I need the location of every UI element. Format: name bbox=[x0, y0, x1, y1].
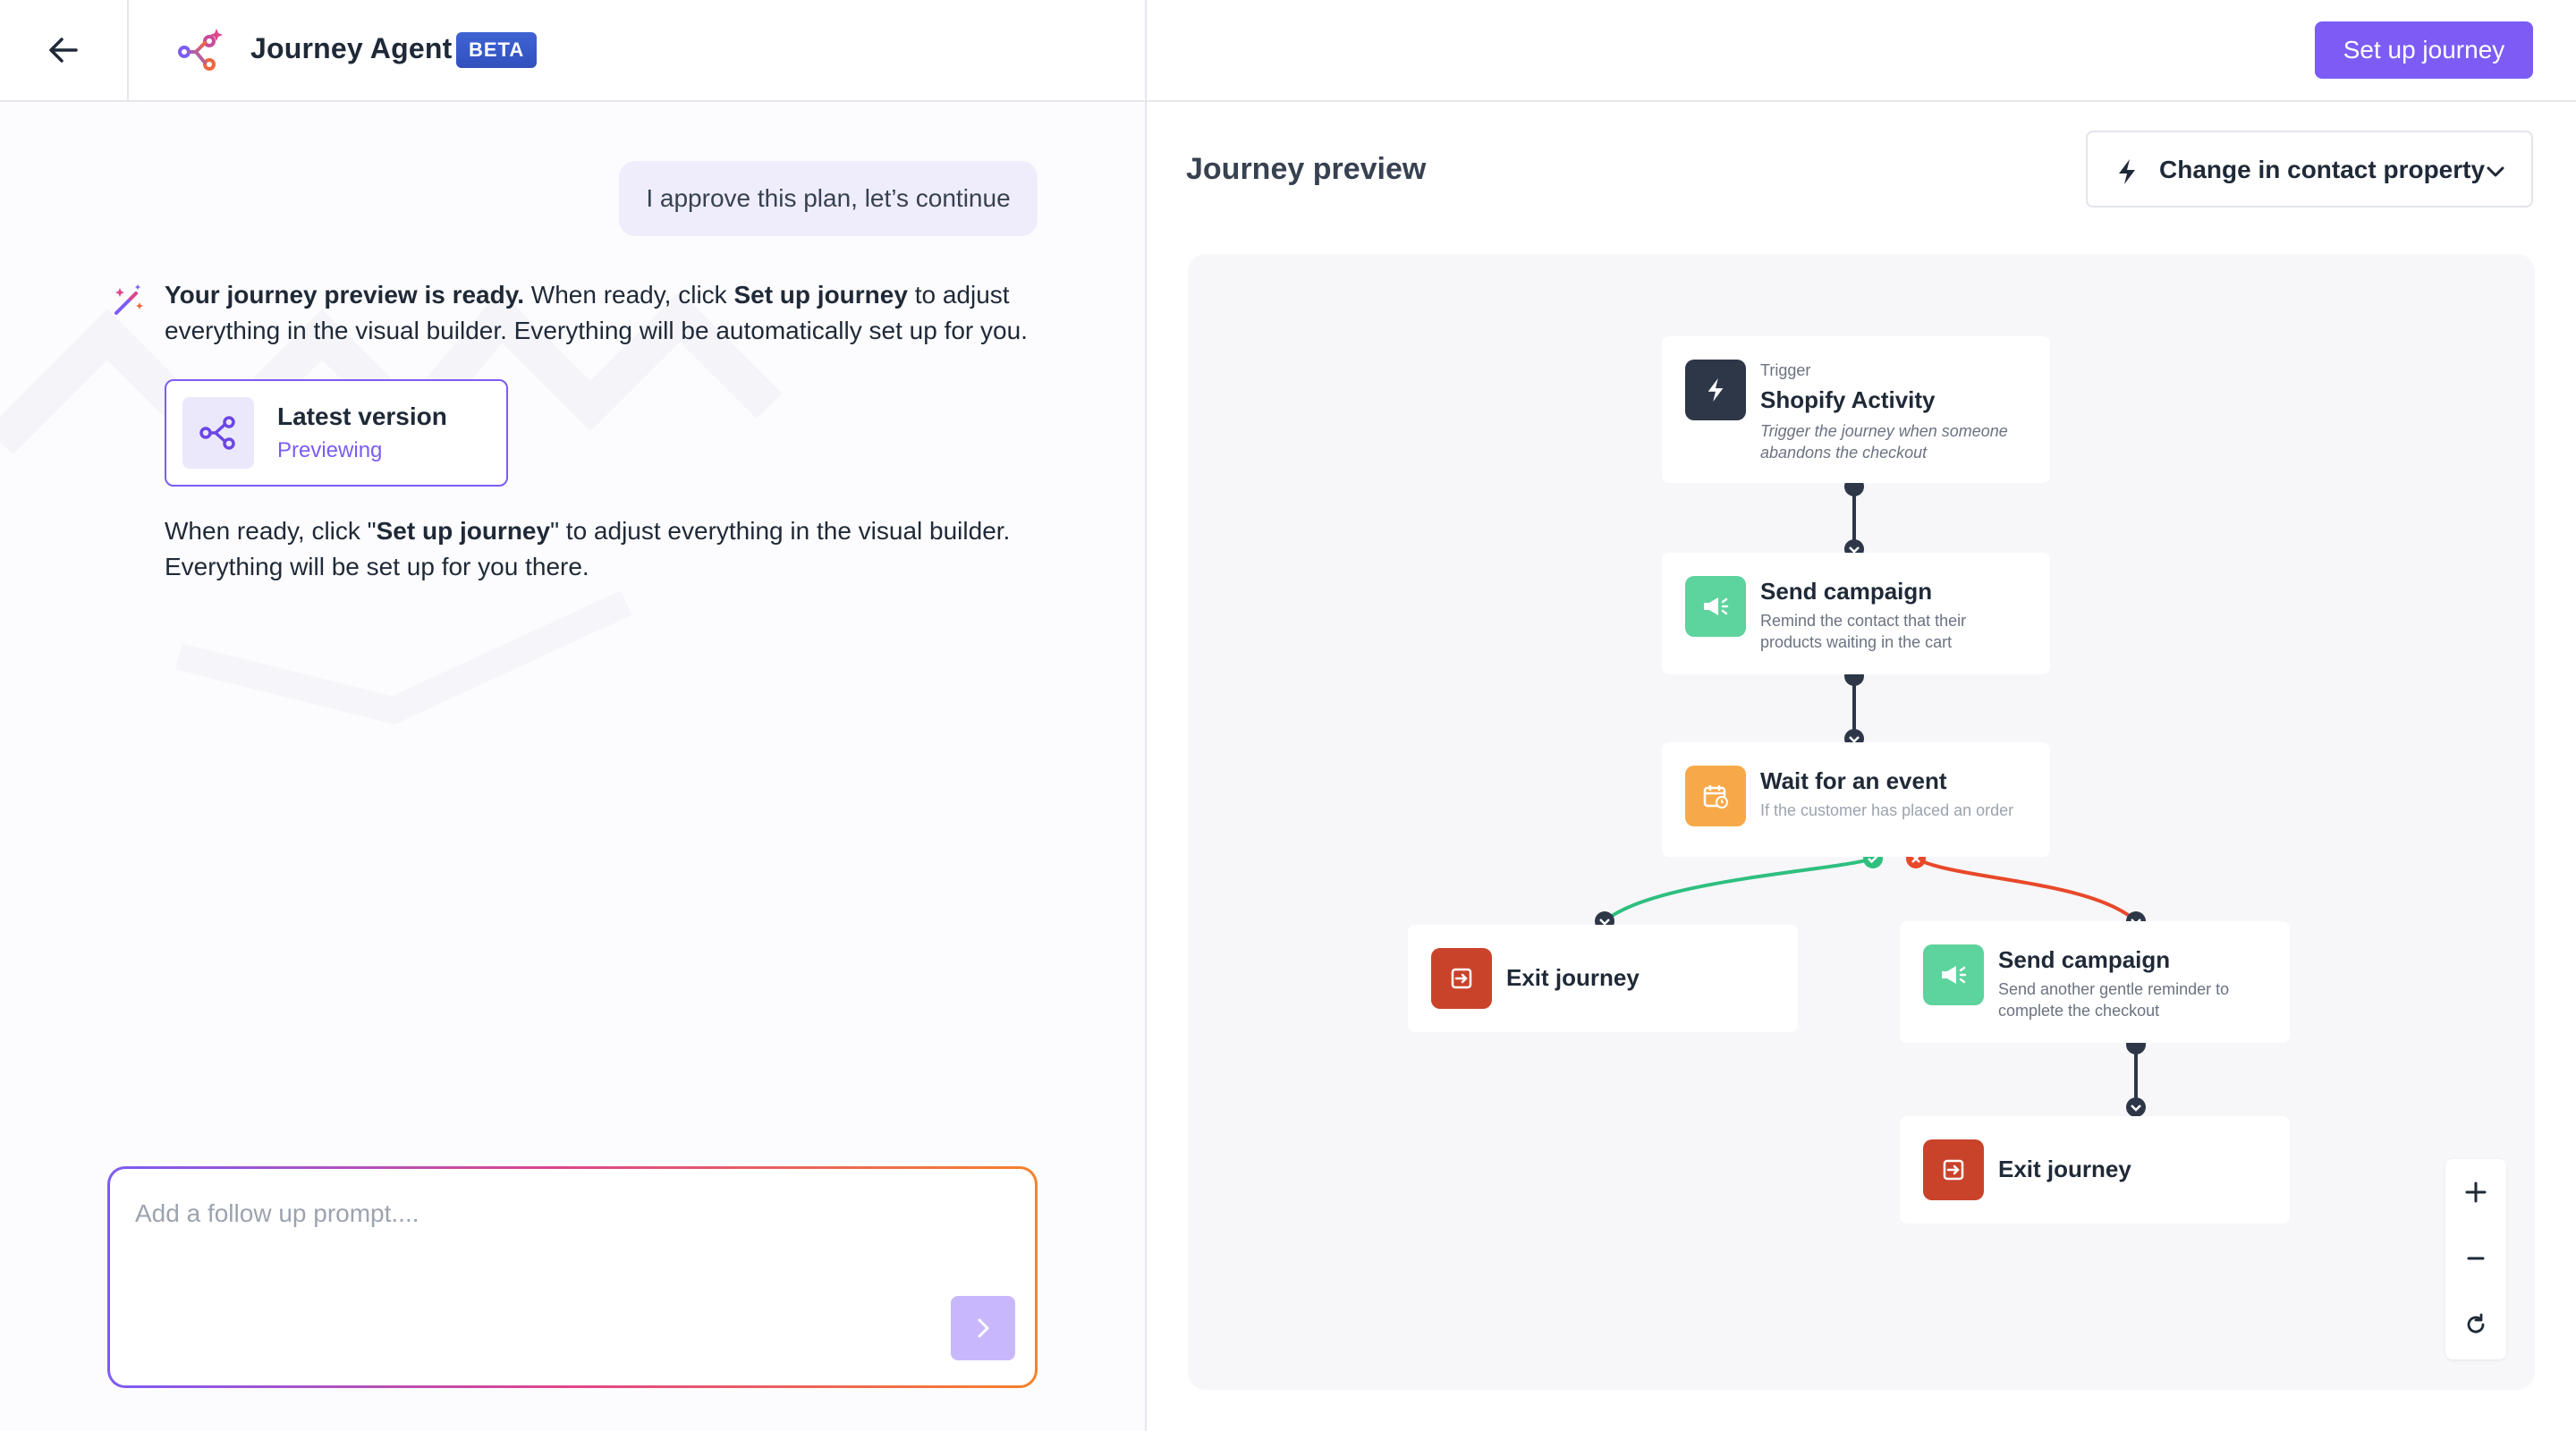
node-title: Exit journey bbox=[1998, 1156, 2131, 1182]
preview-panel: Journey preview Change in contact proper… bbox=[1147, 102, 2576, 1431]
campaign-icon-box bbox=[1923, 944, 1984, 1005]
exit-icon-box bbox=[1431, 948, 1492, 1009]
ai-message: Your journey preview is ready. When read… bbox=[165, 277, 1059, 349]
follow-up-prompt-input[interactable] bbox=[135, 1199, 994, 1228]
back-button[interactable] bbox=[0, 0, 129, 100]
chevron-down-icon bbox=[2487, 166, 2504, 177]
node-description: If the customer has placed an order bbox=[1760, 801, 2014, 819]
trigger-title: Shopify Activity bbox=[1760, 386, 1936, 413]
arrow-left-icon bbox=[49, 38, 78, 63]
reset-view-button[interactable] bbox=[2445, 1291, 2506, 1358]
node-title: Wait for an event bbox=[1760, 767, 1947, 794]
trigger-description: Trigger the journey when someone abandon… bbox=[1760, 422, 2008, 461]
campaign-icon-box bbox=[1685, 576, 1746, 637]
exit-icon-box bbox=[1923, 1139, 1984, 1200]
megaphone-icon bbox=[1942, 966, 1967, 984]
ai-message-text: " to adjust everything in the visual bui… bbox=[165, 517, 1011, 580]
version-status: Previewing bbox=[277, 438, 383, 462]
chevron-right-icon bbox=[978, 1318, 989, 1338]
journey-flow-icon bbox=[199, 416, 235, 450]
prompt-box bbox=[110, 1169, 1035, 1385]
minus-icon bbox=[2467, 1257, 2485, 1260]
beta-badge: BETA bbox=[456, 32, 538, 68]
top-header: Journey Agent BETA Set up journey bbox=[0, 0, 2576, 102]
ai-message-followup: When ready, click "Set up journey" to ad… bbox=[165, 513, 1059, 585]
panel-divider bbox=[1145, 0, 1147, 1431]
lightning-icon bbox=[1707, 378, 1724, 402]
journey-agent-logo-icon bbox=[178, 29, 223, 71]
ai-message-text: When ready, click " bbox=[165, 517, 377, 545]
node-title: Send campaign bbox=[1998, 946, 2171, 973]
wait-for-event-node[interactable]: Wait for an event If the customer has pl… bbox=[1662, 742, 2050, 857]
megaphone-icon bbox=[1704, 597, 1729, 615]
send-button[interactable] bbox=[951, 1296, 1015, 1360]
prompt-container bbox=[107, 1166, 1038, 1388]
ai-message-strong: Set up journey bbox=[376, 517, 551, 545]
magic-wand-icon bbox=[114, 284, 143, 315]
journey-preview-title: Journey preview bbox=[1186, 152, 1427, 186]
zoom-out-button[interactable] bbox=[2445, 1225, 2506, 1291]
zoom-in-button[interactable] bbox=[2445, 1159, 2506, 1225]
exit-icon bbox=[1943, 1159, 1964, 1181]
journey-canvas[interactable]: Trigger Shopify Activity Trigger the jou… bbox=[1188, 254, 2535, 1390]
trigger-type-label: Change in contact property bbox=[2159, 156, 2486, 183]
latest-version-card[interactable]: Latest version Previewing bbox=[165, 379, 508, 487]
version-title: Latest version bbox=[277, 402, 447, 430]
connector-handle-in bbox=[2126, 1097, 2146, 1117]
node-title: Send campaign bbox=[1760, 578, 1933, 605]
ai-message-strong: Set up journey bbox=[733, 281, 908, 309]
wait-icon-box bbox=[1685, 766, 1746, 826]
send-campaign-node[interactable]: Send campaign Send another gentle remind… bbox=[1900, 921, 2290, 1043]
trigger-icon-box bbox=[1685, 360, 1746, 420]
version-icon-box bbox=[182, 397, 254, 469]
zoom-controls bbox=[2445, 1159, 2506, 1359]
exit-icon bbox=[1451, 968, 1472, 989]
calendar-clock-icon bbox=[1703, 785, 1728, 809]
app-title: Journey Agent bbox=[250, 32, 453, 64]
plus-icon bbox=[2465, 1181, 2487, 1203]
send-campaign-node[interactable]: Send campaign Remind the contact that th… bbox=[1662, 553, 2050, 674]
trigger-type-dropdown[interactable]: Change in contact property bbox=[2086, 131, 2533, 207]
ai-message-text: to adjust everything in the visual build… bbox=[165, 281, 1028, 344]
refresh-icon bbox=[2467, 1313, 2485, 1334]
set-up-journey-button[interactable]: Set up journey bbox=[2315, 21, 2533, 79]
exit-journey-node[interactable]: Exit journey bbox=[1408, 925, 1798, 1032]
journey-connectors bbox=[1603, 487, 2138, 1107]
ai-message-text: When ready, click bbox=[524, 281, 734, 309]
exit-journey-node[interactable]: Exit journey bbox=[1900, 1116, 2290, 1224]
node-title: Exit journey bbox=[1506, 964, 1640, 991]
node-description: Remind the contact that their products w… bbox=[1760, 612, 1967, 651]
lightning-icon bbox=[2119, 159, 2135, 184]
user-message-bubble: I approve this plan, let’s continue bbox=[619, 161, 1038, 236]
trigger-node[interactable]: Trigger Shopify Activity Trigger the jou… bbox=[1662, 336, 2050, 483]
node-description: Send another gentle reminder to complete… bbox=[1998, 980, 2230, 1020]
trigger-label: Trigger bbox=[1760, 361, 1811, 379]
ai-message-strong: Your journey preview is ready. bbox=[165, 281, 524, 309]
chat-panel: I approve this plan, let’s continue Your… bbox=[0, 102, 1145, 1431]
